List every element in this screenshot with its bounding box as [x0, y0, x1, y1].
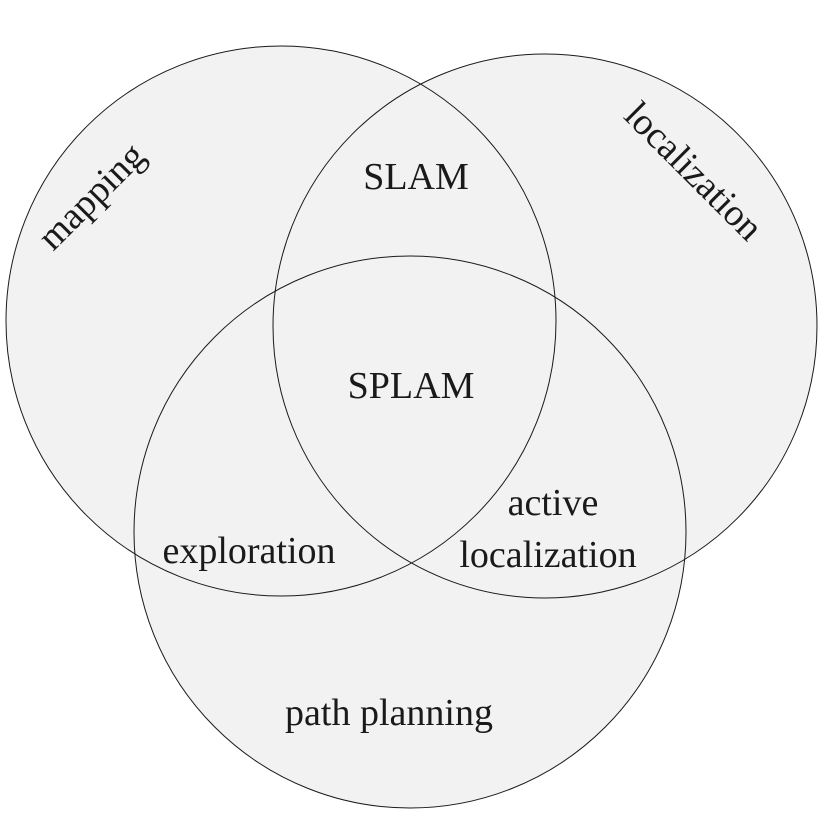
- slam-label: SLAM: [363, 156, 469, 198]
- active-localization-label-line1: active: [508, 482, 599, 524]
- active-localization-label-line2: localization: [459, 534, 636, 576]
- mapping-circle: [5, 45, 557, 597]
- path-planning-circle-fill: [134, 256, 686, 808]
- exploration-label: exploration: [162, 530, 335, 572]
- localization-circle: [272, 53, 818, 599]
- splam-label: SPLAM: [348, 365, 475, 407]
- path-planning-label: path planning: [285, 692, 493, 734]
- path-planning-circle: [133, 255, 687, 809]
